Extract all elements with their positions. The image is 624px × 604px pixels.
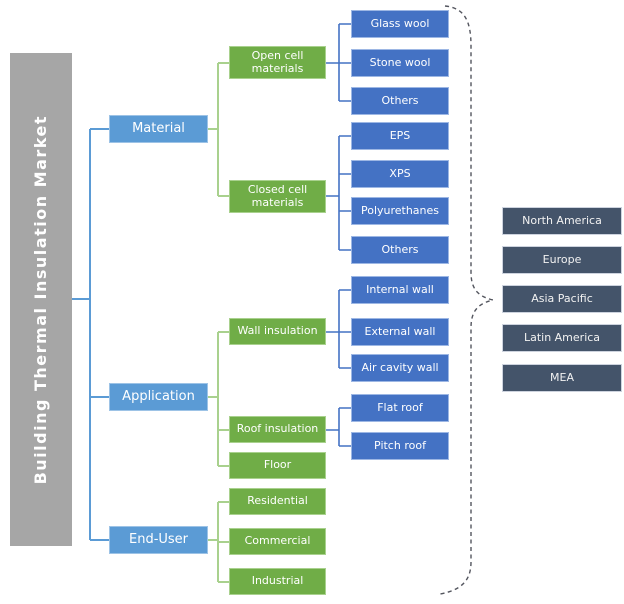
region-north-america-box: North America bbox=[502, 207, 622, 235]
item-internal-wall-label: Internal wall bbox=[366, 282, 434, 296]
open-cell-items-connector bbox=[326, 23, 351, 102]
category-application-box: Application bbox=[109, 383, 208, 411]
region-latin-america-box: Latin America bbox=[502, 324, 622, 352]
item-eps-box: EPS bbox=[351, 122, 449, 150]
material-segments-connector bbox=[208, 62, 229, 197]
segment-industrial-label: Industrial bbox=[251, 574, 304, 588]
item-stone-wool-label: Stone wool bbox=[369, 55, 431, 69]
item-flat-roof-label: Flat roof bbox=[377, 400, 423, 414]
region-north-america-label: North America bbox=[522, 213, 602, 227]
category-material-label: Material bbox=[132, 121, 185, 137]
segment-industrial-box: Industrial bbox=[229, 568, 326, 595]
segment-wall-insulation-box: Wall insulation bbox=[229, 318, 326, 345]
trunk-connector bbox=[72, 128, 109, 541]
segment-open-cell-box: Open cell materials bbox=[229, 46, 326, 79]
item-external-wall-label: External wall bbox=[364, 324, 436, 338]
item-pitch-roof-label: Pitch roof bbox=[374, 438, 426, 452]
segment-commercial-label: Commercial bbox=[244, 534, 311, 548]
segment-open-cell-label: Open cell materials bbox=[251, 48, 304, 75]
item-closed-cell-others-box: Others bbox=[351, 236, 449, 264]
segment-closed-cell-box: Closed cell materials bbox=[229, 180, 326, 213]
segment-roof-insulation-label: Roof insulation bbox=[236, 422, 319, 436]
category-application-label: Application bbox=[122, 389, 195, 405]
market-title-bar: Building Thermal Insulation Market bbox=[10, 53, 72, 546]
item-glass-wool-label: Glass wool bbox=[370, 16, 430, 30]
item-xps-box: XPS bbox=[351, 160, 449, 188]
segment-residential-box: Residential bbox=[229, 488, 326, 515]
item-pitch-roof-box: Pitch roof bbox=[351, 432, 449, 460]
region-latin-america-label: Latin America bbox=[523, 330, 601, 344]
item-external-wall-box: External wall bbox=[351, 318, 449, 346]
market-title: Building Thermal Insulation Market bbox=[30, 114, 50, 485]
region-europe-label: Europe bbox=[542, 252, 582, 266]
item-flat-roof-box: Flat roof bbox=[351, 394, 449, 422]
item-closed-cell-others-label: Others bbox=[381, 242, 419, 256]
category-end-user-box: End-User bbox=[109, 526, 208, 554]
segment-wall-insulation-label: Wall insulation bbox=[237, 324, 318, 338]
item-stone-wool-box: Stone wool bbox=[351, 49, 449, 77]
category-material-box: Material bbox=[109, 115, 208, 143]
segment-residential-label: Residential bbox=[247, 494, 308, 508]
region-asia-pacific-label: Asia Pacific bbox=[531, 291, 593, 305]
item-eps-label: EPS bbox=[389, 128, 411, 142]
item-air-cavity-wall-box: Air cavity wall bbox=[351, 354, 449, 382]
item-internal-wall-box: Internal wall bbox=[351, 276, 449, 304]
category-end-user-label: End-User bbox=[128, 532, 189, 548]
item-glass-wool-box: Glass wool bbox=[351, 10, 449, 38]
item-open-cell-others-box: Others bbox=[351, 87, 449, 115]
region-mea-label: MEA bbox=[550, 370, 574, 384]
segment-commercial-box: Commercial bbox=[229, 528, 326, 555]
item-air-cavity-wall-label: Air cavity wall bbox=[361, 360, 439, 374]
item-xps-label: XPS bbox=[389, 166, 411, 180]
item-open-cell-others-label: Others bbox=[381, 93, 419, 107]
segment-closed-cell-label: Closed cell materials bbox=[247, 182, 308, 209]
closed-cell-items-connector bbox=[326, 135, 351, 251]
item-polyurethanes-label: Polyurethanes bbox=[360, 203, 440, 217]
region-mea-box: MEA bbox=[502, 364, 622, 392]
segment-floor-label: Floor bbox=[263, 458, 292, 472]
segment-roof-insulation-box: Roof insulation bbox=[229, 416, 326, 443]
segment-floor-box: Floor bbox=[229, 452, 326, 479]
application-segments-connector bbox=[208, 331, 229, 467]
region-europe-box: Europe bbox=[502, 246, 622, 274]
end-user-segments-connector bbox=[208, 501, 229, 583]
region-asia-pacific-box: Asia Pacific bbox=[502, 285, 622, 313]
roof-items-connector bbox=[326, 407, 351, 447]
item-polyurethanes-box: Polyurethanes bbox=[351, 197, 449, 225]
wall-items-connector bbox=[326, 289, 351, 369]
